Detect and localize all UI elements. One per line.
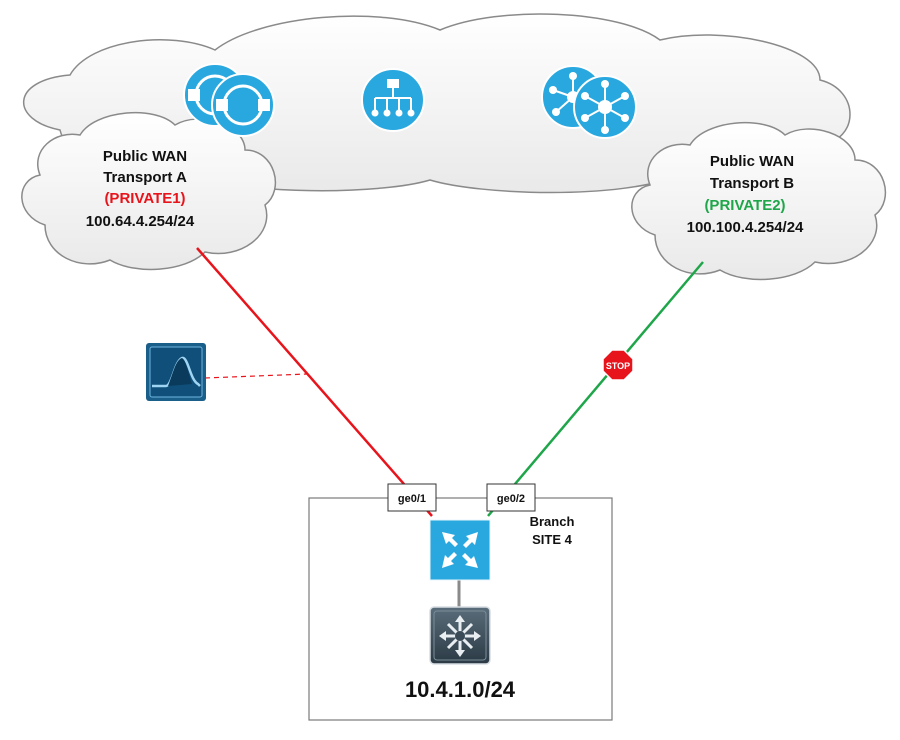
branch-site-box (308, 497, 613, 721)
branch-label-line1: Branch (530, 514, 575, 529)
transport-a-cloud: Public WAN Transport A (PRIVATE1) 100.64… (21, 112, 276, 271)
transport-a-line1: Public WAN (103, 148, 187, 165)
transport-b-line1: Public WAN (710, 153, 794, 170)
vmanage-icon (541, 65, 637, 139)
router-icon (429, 519, 491, 581)
transport-b-link (487, 261, 704, 517)
transport-b-cloud: Public WAN Transport B (PRIVATE2) 100.10… (631, 122, 886, 281)
transport-a-line2: Transport A (103, 169, 187, 186)
layer3-switch-icon (429, 606, 491, 665)
transport-b-color: (PRIVATE2) (704, 197, 785, 214)
vsmart-controller-icon (183, 63, 275, 137)
transport-a-link (196, 247, 433, 517)
capture-tap-line (204, 373, 308, 379)
interface-ge-a-label: ge0/1 (398, 493, 426, 505)
transport-b-line2: Transport B (710, 175, 794, 192)
branch-subnet: 10.4.1.0/24 (405, 677, 516, 702)
stop-sign-icon: STOP (602, 349, 634, 381)
vbond-orchestrator-icon (361, 68, 425, 132)
transport-a-address: 100.64.4.254/24 (86, 213, 195, 230)
transport-b-address: 100.100.4.254/24 (687, 219, 804, 236)
interface-label-ge-b: ge0/2 (486, 483, 536, 512)
branch-label-line2: SITE 4 (532, 532, 573, 547)
interface-ge-b-label: ge0/2 (497, 493, 525, 505)
stop-sign-label: STOP (606, 361, 630, 371)
transport-a-color: (PRIVATE1) (104, 190, 185, 207)
interface-label-ge-a: ge0/1 (387, 483, 437, 512)
wireshark-capture-icon (146, 343, 206, 401)
